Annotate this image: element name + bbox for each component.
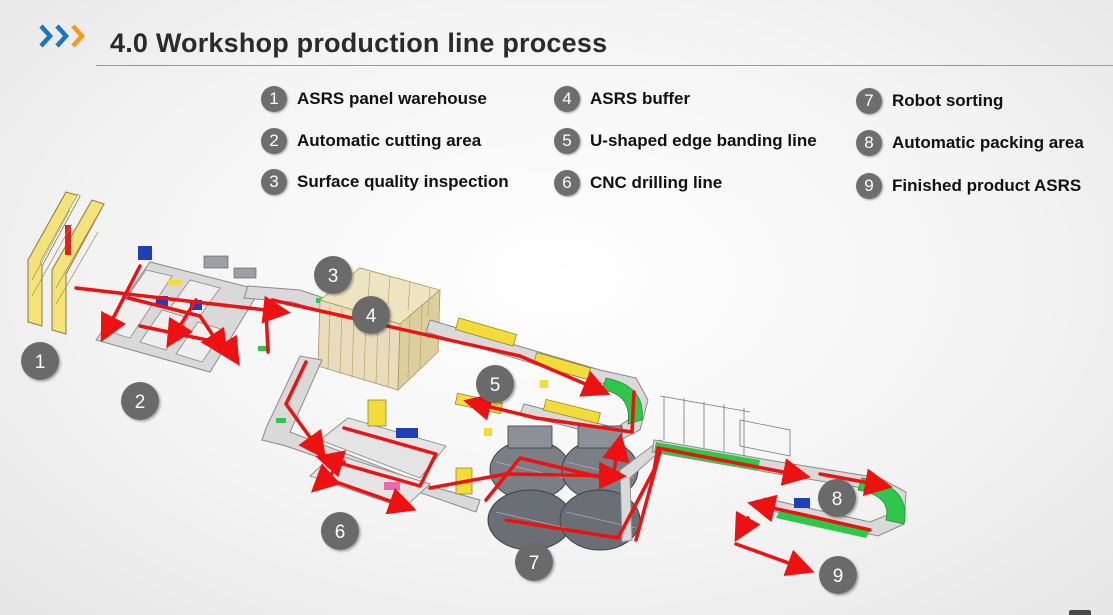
legend-item-5: 5 U-shaped edge banding line bbox=[554, 128, 817, 154]
diagram-marker-3: 3 bbox=[314, 256, 352, 294]
diagram-marker-1: 1 bbox=[21, 342, 59, 380]
legend-number-badge: 2 bbox=[261, 128, 287, 154]
marker-label: 1 bbox=[35, 352, 46, 373]
legend-item-4: 4 ASRS buffer bbox=[554, 86, 690, 112]
legend-label: Automatic packing area bbox=[892, 133, 1084, 152]
legend-label: Finished product ASRS bbox=[892, 176, 1082, 195]
diagram-marker-4: 4 bbox=[352, 296, 390, 334]
diagram-marker-7: 7 bbox=[515, 543, 553, 581]
page-title: 4.0 Workshop production line process bbox=[110, 28, 608, 58]
legend-label: Robot sorting bbox=[892, 91, 1004, 110]
marker-label: 5 bbox=[490, 375, 501, 396]
marker-label: 4 bbox=[366, 306, 377, 327]
title-divider bbox=[96, 65, 1113, 66]
legend-number-badge: 1 bbox=[261, 86, 287, 112]
marker-label: 7 bbox=[529, 553, 540, 574]
marker-label: 8 bbox=[832, 489, 843, 510]
legend-label: CNC drilling line bbox=[590, 173, 723, 192]
diagram-marker-6: 6 bbox=[321, 512, 359, 550]
legend-item-2: 2 Automatic cutting area bbox=[261, 128, 481, 154]
legend-label: U-shaped edge banding line bbox=[590, 131, 817, 150]
legend-number-badge: 3 bbox=[261, 169, 287, 195]
legend-item-1: 1 ASRS panel warehouse bbox=[261, 86, 487, 112]
legend-label: Automatic cutting area bbox=[297, 131, 482, 150]
marker-label: 2 bbox=[135, 392, 146, 413]
legend-number-badge: 4 bbox=[554, 86, 580, 112]
legend-number-badge: 8 bbox=[856, 130, 882, 156]
automatic-packing-area bbox=[651, 395, 907, 538]
legend-item-3: 3 Surface quality inspection bbox=[261, 169, 509, 195]
slide-corner-mark bbox=[1069, 610, 1091, 615]
legend-item-7: 7 Robot sorting bbox=[856, 88, 1003, 114]
diagram-marker-2: 2 bbox=[121, 382, 159, 420]
diagram-marker-9: 9 bbox=[819, 556, 857, 594]
legend-label: ASRS panel warehouse bbox=[297, 89, 487, 108]
legend-label: ASRS buffer bbox=[590, 89, 691, 108]
diagram-marker-8: 8 bbox=[818, 479, 856, 517]
marker-label: 9 bbox=[833, 566, 844, 587]
marker-label: 3 bbox=[328, 266, 339, 287]
diagram-marker-5: 5 bbox=[476, 365, 514, 403]
triple-chevron-icon bbox=[39, 24, 86, 48]
legend-item-8: 8 Automatic packing area bbox=[856, 130, 1084, 156]
legend-number-badge: 6 bbox=[554, 170, 580, 196]
asrs-panel-warehouse bbox=[27, 191, 105, 335]
legend-label: Surface quality inspection bbox=[297, 172, 509, 191]
legend-number-badge: 9 bbox=[856, 173, 882, 199]
legend-item-9: 9 Finished product ASRS bbox=[856, 173, 1081, 199]
legend-number-badge: 7 bbox=[856, 88, 882, 114]
legend-item-6: 6 CNC drilling line bbox=[554, 170, 722, 196]
u-shaped-edge-banding-line bbox=[425, 317, 649, 441]
marker-label: 6 bbox=[335, 522, 346, 543]
legend-number-badge: 5 bbox=[554, 128, 580, 154]
material-flow-arrows bbox=[74, 264, 893, 577]
